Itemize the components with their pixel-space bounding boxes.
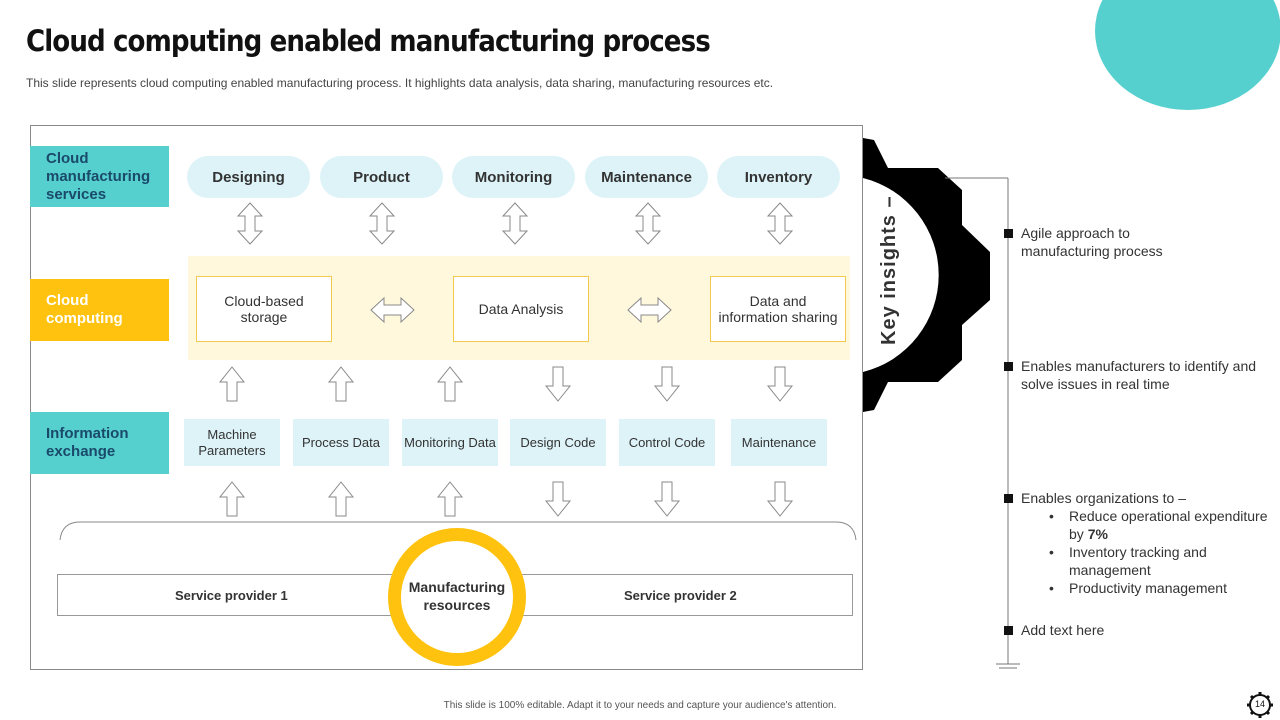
insight-bullet-3	[1004, 494, 1013, 503]
gear-badge-icon	[1247, 692, 1273, 718]
manufacturing-resources-label: Manufacturing resources	[408, 579, 506, 613]
service-pill-inventory: Inventory	[717, 156, 840, 198]
resources-brace	[59, 521, 857, 541]
info-box-design-code: Design Code	[510, 419, 606, 466]
insight-sub-item-3: Productivity management	[1021, 579, 1271, 597]
service-pill-monitoring: Monitoring	[452, 156, 575, 198]
key-insights-heading: Key insights –	[878, 195, 900, 345]
cloud-box-analysis: Data Analysis	[453, 276, 589, 342]
layer-label-exchange: Information exchange	[30, 412, 169, 474]
insights-timeline	[945, 177, 1020, 669]
insight-bullet-4	[1004, 626, 1013, 635]
info-box-machine-parameters: Machine Parameters	[184, 419, 280, 466]
service-pill-product: Product	[320, 156, 443, 198]
insight-text-3: Enables organizations to –	[1021, 490, 1186, 506]
page-subtitle: This slide represents cloud computing en…	[26, 76, 774, 90]
info-box-process-data: Process Data	[293, 419, 389, 466]
service-pill-designing: Designing	[187, 156, 310, 198]
insight-bullet-2	[1004, 362, 1013, 371]
double-arrows-horizontal	[370, 296, 672, 324]
manufacturing-resources-ring	[388, 528, 526, 666]
cloud-box-storage: Cloud-based storage	[196, 276, 332, 342]
service-provider-2: Service provider 2	[624, 588, 737, 603]
layer-label-computing: Cloud computing	[30, 279, 169, 341]
info-box-monitoring-data: Monitoring Data	[402, 419, 498, 466]
arrows-info-to-cloud	[218, 366, 794, 402]
double-arrows-vertical	[236, 202, 794, 245]
decorative-circle	[1095, 0, 1280, 110]
footer-note: This slide is 100% editable. Adapt it to…	[443, 700, 837, 711]
page-number: 14	[1254, 699, 1265, 709]
layer-label-services: Cloud manufacturing services	[30, 146, 169, 207]
insight-sub-list: Reduce operational expenditure by 7% Inv…	[1021, 507, 1271, 597]
gear-icon	[863, 138, 990, 412]
insight-text-1: Agile approach to manufacturing process	[1021, 225, 1163, 259]
cloud-box-sharing: Data and information sharing	[710, 276, 846, 342]
insight-sub-item-1: Reduce operational expenditure by 7%	[1021, 507, 1271, 543]
opex-value: 7%	[1087, 526, 1108, 542]
arrows-resources-to-info	[218, 481, 794, 517]
insight-block-3: Enables organizations to – Reduce operat…	[1021, 489, 1271, 597]
insight-text-4: Add text here	[1021, 622, 1105, 638]
info-box-maintenance: Maintenance	[731, 419, 827, 466]
service-provider-1: Service provider 1	[175, 588, 288, 603]
page-title: Cloud computing enabled manufacturing pr…	[26, 24, 711, 58]
insight-sub-item-2: Inventory tracking and management	[1021, 543, 1271, 579]
service-pill-maintenance: Maintenance	[585, 156, 708, 198]
insight-bullet-1	[1004, 229, 1013, 238]
info-box-control-code: Control Code	[619, 419, 715, 466]
insight-text-2: Enables manufacturers to identify and so…	[1021, 358, 1257, 392]
